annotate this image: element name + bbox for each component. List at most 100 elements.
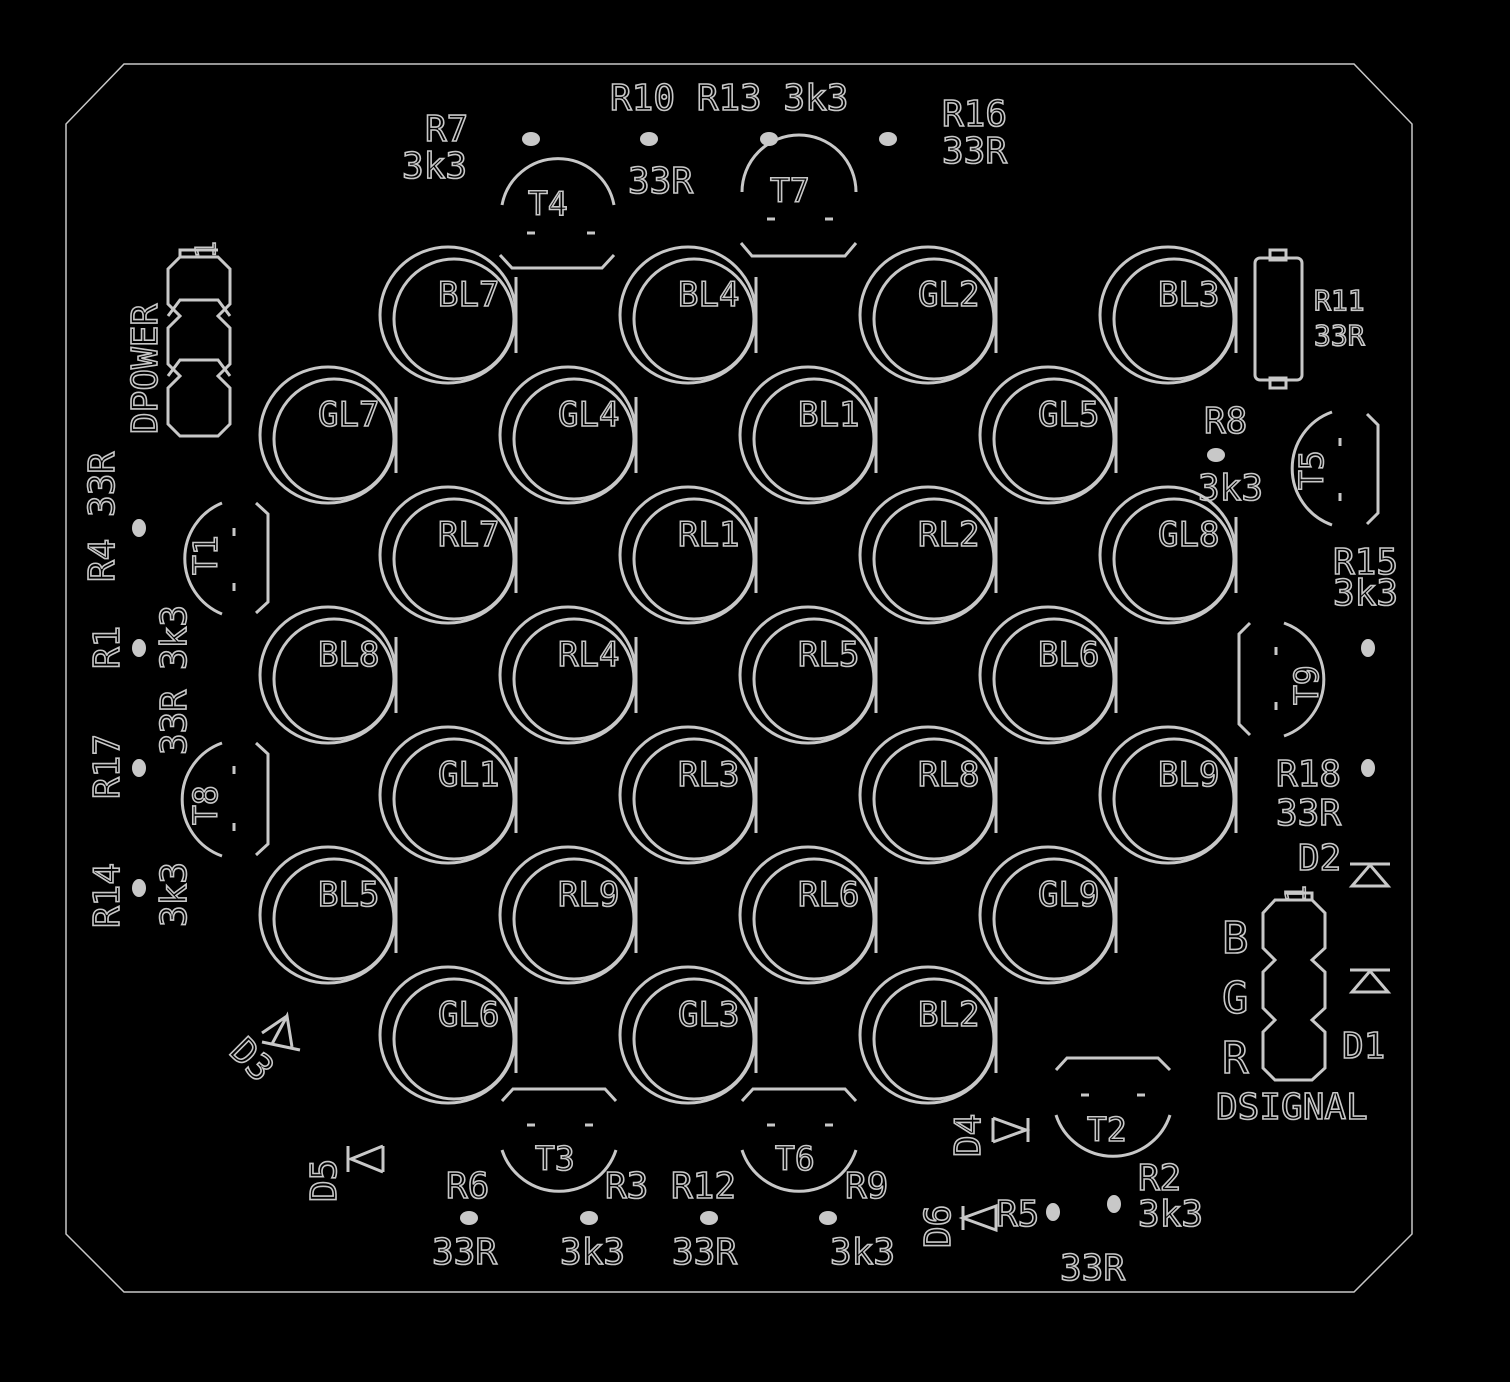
- label-r6: R6: [446, 1166, 489, 1207]
- led-label: RL7: [438, 515, 499, 555]
- transistor-labels: T4 T7 T5 T1 T9 T8 T2 T3 T6: [185, 170, 1332, 1179]
- dsignal-pin-r: R: [1222, 1033, 1249, 1084]
- led-lens: [512, 377, 636, 501]
- board-outline: [65, 63, 1413, 1293]
- led-footprint: BL9: [1098, 725, 1238, 865]
- dsignal-connector: 1 B G R DSIGNAL: [1215, 884, 1368, 1128]
- label-r18: R18: [1276, 754, 1341, 795]
- label-d2: D2: [1298, 838, 1341, 879]
- led-label: RL8: [918, 755, 979, 795]
- led-lens: [992, 857, 1116, 981]
- label-t5: T5: [1292, 450, 1331, 490]
- label-r11-value: 33R: [1314, 319, 1365, 352]
- led-label: RL1: [678, 515, 739, 555]
- led-label: BL4: [678, 275, 739, 315]
- led-lens: [872, 977, 996, 1101]
- resistor-labels: R10 R13 3k3 R7 3k3 33R R16 33R R11 33R R…: [401, 77, 1399, 1290]
- dpower-pin1-label: 1: [189, 241, 222, 258]
- led-footprint: RL7: [378, 485, 518, 625]
- label-d4: D4: [948, 1114, 989, 1157]
- label-r14-value: 3k3: [154, 862, 195, 927]
- led-lens: [1112, 737, 1236, 861]
- label-d5: D5: [304, 1159, 345, 1202]
- label-r14: R14: [87, 863, 128, 928]
- label-r2-value: 3k3: [1138, 1194, 1203, 1235]
- label-d1: D1: [1342, 1026, 1385, 1067]
- label-r1-value: 3k3: [154, 605, 195, 670]
- label-r17: R17: [87, 734, 128, 799]
- label-r16-value: 33R: [942, 131, 1007, 172]
- led-label: GL9: [1038, 875, 1099, 915]
- led-label: GL2: [918, 275, 979, 315]
- label-r2: R2: [1138, 1158, 1181, 1199]
- label-r9: R9: [845, 1166, 888, 1207]
- led-lens: [872, 497, 996, 621]
- label-t3: T3: [535, 1139, 575, 1178]
- led-label: BL2: [918, 995, 979, 1035]
- led-footprint: RL8: [858, 725, 998, 865]
- led-lens: [1112, 497, 1236, 621]
- led-lens: [512, 617, 636, 741]
- led-footprint: BL7: [378, 245, 518, 385]
- label-r3: R3: [605, 1166, 648, 1207]
- led-footprint: GL8: [1098, 485, 1238, 625]
- label-r6-value: 33R: [432, 1232, 497, 1273]
- led-footprint: RL6: [738, 845, 878, 985]
- led-label: BL7: [438, 275, 499, 315]
- led-lens: [872, 737, 996, 861]
- dpower-connector: 1: [166, 240, 232, 438]
- led-footprint: RL2: [858, 485, 998, 625]
- led-footprint: BL8: [258, 605, 398, 745]
- led-footprint: RL3: [618, 725, 758, 865]
- led-lens: [512, 857, 636, 981]
- led-label: RL4: [558, 635, 619, 675]
- led-footprint: GL1: [378, 725, 518, 865]
- led-label: BL3: [1158, 275, 1219, 315]
- led-lens: [272, 377, 396, 501]
- diode-symbols: [261, 862, 1392, 1233]
- label-d6: D6: [918, 1205, 959, 1248]
- label-r10-r13: R10 R13 3k3: [610, 78, 848, 119]
- label-r8-value: 3k3: [1198, 468, 1263, 509]
- led-label: GL7: [318, 395, 379, 435]
- label-r3-value: 3k3: [560, 1232, 625, 1273]
- led-lens: [752, 617, 876, 741]
- label-t7: T7: [770, 171, 810, 210]
- led-label: BL9: [1158, 755, 1219, 795]
- led-footprint: RL5: [738, 605, 878, 745]
- label-r1: R1: [87, 626, 128, 669]
- led-label: RL5: [798, 635, 859, 675]
- led-lens: [632, 737, 756, 861]
- led-label: GL6: [438, 995, 499, 1035]
- led-label: RL6: [798, 875, 859, 915]
- led-label: RL9: [558, 875, 619, 915]
- led-lens: [632, 977, 756, 1101]
- led-label: GL1: [438, 755, 499, 795]
- label-r7-value: 3k3: [402, 146, 467, 187]
- transistor-outlines: [180, 133, 1380, 1193]
- dsignal-pin-g: G: [1222, 973, 1249, 1024]
- led-footprint: RL4: [498, 605, 638, 745]
- led-footprint: BL4: [618, 245, 758, 385]
- led-footprint: RL9: [498, 845, 638, 985]
- label-d3: D3: [222, 1030, 282, 1090]
- rotated-labels: DPOWER R4 33R R1 3k3 R17 33R R14 3k3 D5 …: [81, 303, 990, 1249]
- led-label: GL8: [1158, 515, 1219, 555]
- led-footprint: GL9: [978, 845, 1118, 985]
- led-lens: [632, 497, 756, 621]
- label-r5: R5: [996, 1194, 1039, 1235]
- led-footprint: GL6: [378, 965, 518, 1105]
- label-r12: R12: [671, 1166, 736, 1207]
- led-label: BL6: [1038, 635, 1099, 675]
- led-footprint: GL4: [498, 365, 638, 505]
- r11-footprint: [1253, 248, 1304, 390]
- led-label: BL8: [318, 635, 379, 675]
- label-r17-value: 33R: [154, 690, 195, 755]
- label-t1: T1: [186, 535, 225, 575]
- led-lens: [752, 857, 876, 981]
- label-r10-value: 33R: [628, 161, 693, 202]
- led-lens: [392, 257, 516, 381]
- led-lens: [1112, 257, 1236, 381]
